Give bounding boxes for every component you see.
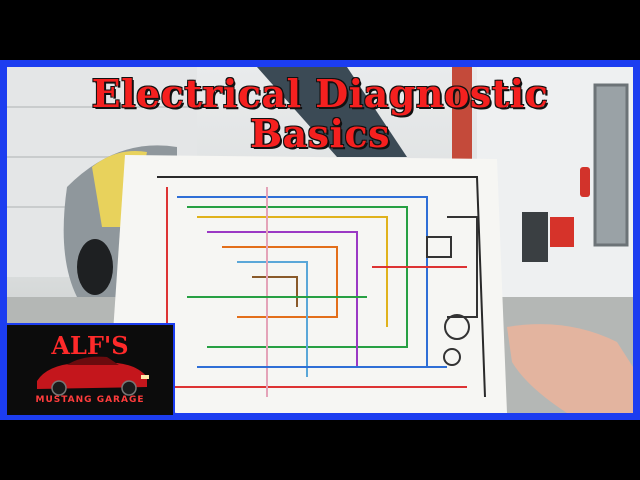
trash-bin: [522, 212, 548, 262]
logo-subtitle: MUSTANG GARAGE: [35, 395, 145, 405]
title-line-2: Basics: [249, 111, 391, 156]
red-bucket: [550, 217, 574, 247]
car-lift: [257, 67, 407, 157]
title-line-1: Electrical Diagnostic: [91, 71, 549, 116]
letterbox-bottom: [0, 420, 640, 480]
video-title: Electrical Diagnostic Basics: [0, 74, 640, 154]
channel-logo: ALF'S MUSTANG GARAGE: [7, 323, 175, 415]
mustang-car-icon: [37, 356, 149, 396]
shop-door: [593, 83, 629, 247]
hand: [507, 324, 633, 413]
logo-name: ALF'S: [51, 331, 129, 360]
car-tire: [77, 239, 113, 295]
letterbox-top: [0, 0, 640, 60]
fire-extinguisher: [580, 167, 590, 197]
